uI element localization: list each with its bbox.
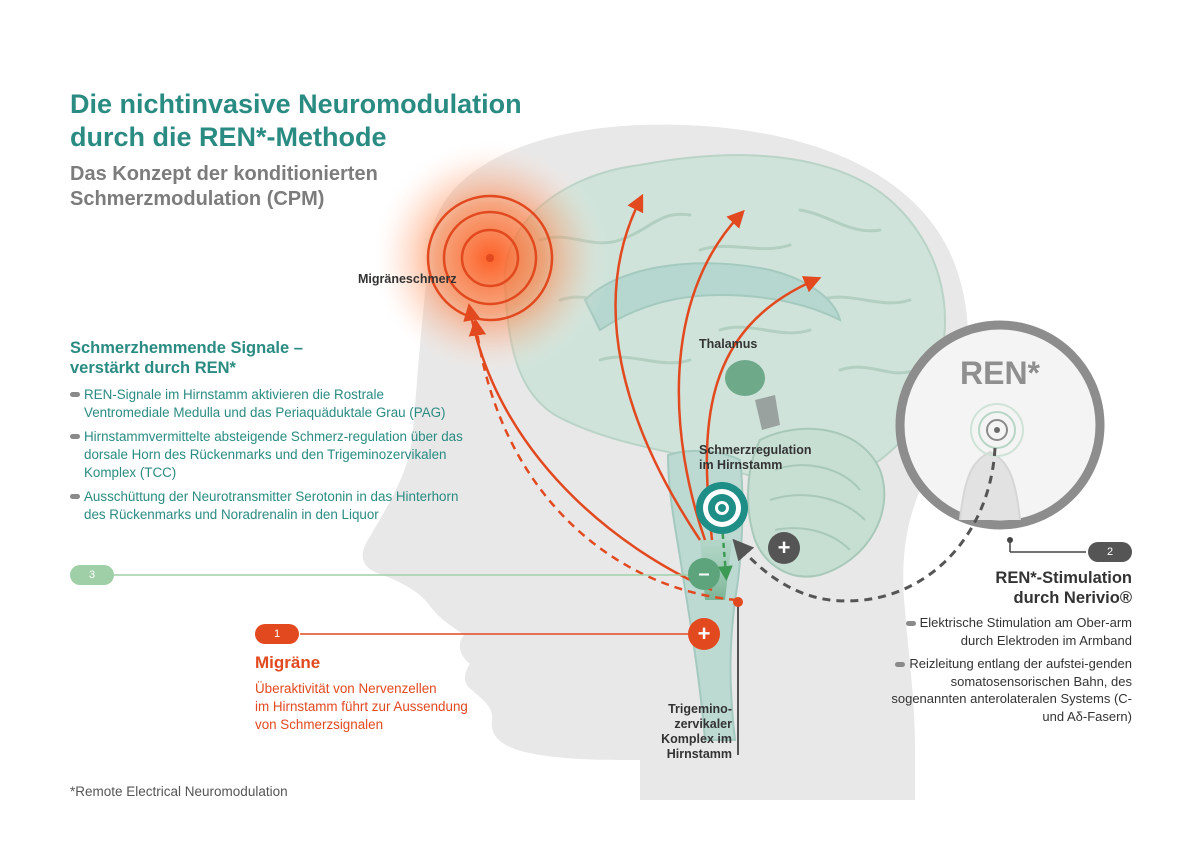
pain-regulation-target [696,482,748,534]
ren-bullet-list: Elektrische Stimulation am Ober-arm durc… [882,614,1132,731]
footnote: *Remote Electrical Neuromodulation [70,784,288,799]
migraine-pain-glow [370,138,610,378]
migraine-description: Überaktivität von Nervenzellen im Hirnst… [255,681,468,732]
minus-sign: – [698,563,710,585]
page-title: Die nichtinvasive Neuromodulation durch … [70,89,522,152]
bullet-dash-icon [895,662,906,668]
ren-bullet: Reizleitung entlang der aufstei-genden s… [891,656,1132,724]
inhibit-bullet: REN-Signale im Hirnstamm aktivieren die … [70,386,470,422]
inhibit-bullet-list: REN-Signale im Hirnstamm aktivieren die … [70,386,470,530]
label-migraine-pain: Migräneschmerz [358,272,457,286]
ren-title: REN*-Stimulation durch Nerivio® [995,569,1132,607]
migraine-title: Migräne [255,653,321,672]
minus-marker-green [688,558,720,590]
plus-marker-grey [768,532,800,564]
plus-sign-grey: + [777,535,791,560]
badge-2: 2 [1088,542,1132,562]
plus-sign-orange: + [697,621,711,646]
label-thalamus: Thalamus [699,337,758,351]
inhibit-bullet: Hirnstammvermittelte absteigende Schmerz… [70,428,470,482]
page-subtitle: Das Konzept der konditionierten Schmerzm… [70,163,378,210]
inhibit-heading: Schmerzhemmende Signale – verstärkt durc… [70,339,303,377]
trigemino-dot [733,597,743,607]
badge-1: 1 [255,624,299,644]
plus-marker-orange [688,618,720,650]
label-trigemino-complex: Trigemino- zervikaler Komplex im Hirnsta… [661,702,732,761]
ren-bullet: Elektrische Stimulation am Ober-arm durc… [882,614,1132,649]
inhibit-bullet: Ausschüttung der Neurotransmitter Seroto… [70,488,470,524]
trigeminal-dashed-pathway [468,318,738,602]
ren-magnifier [895,320,1105,530]
bullet-dash-icon [905,621,916,627]
label-pain-regulation: Schmerzregulation im Hirnstamm [699,443,812,472]
badge-3: 3 [70,565,114,585]
ren-circle-label: REN* [959,355,1040,391]
